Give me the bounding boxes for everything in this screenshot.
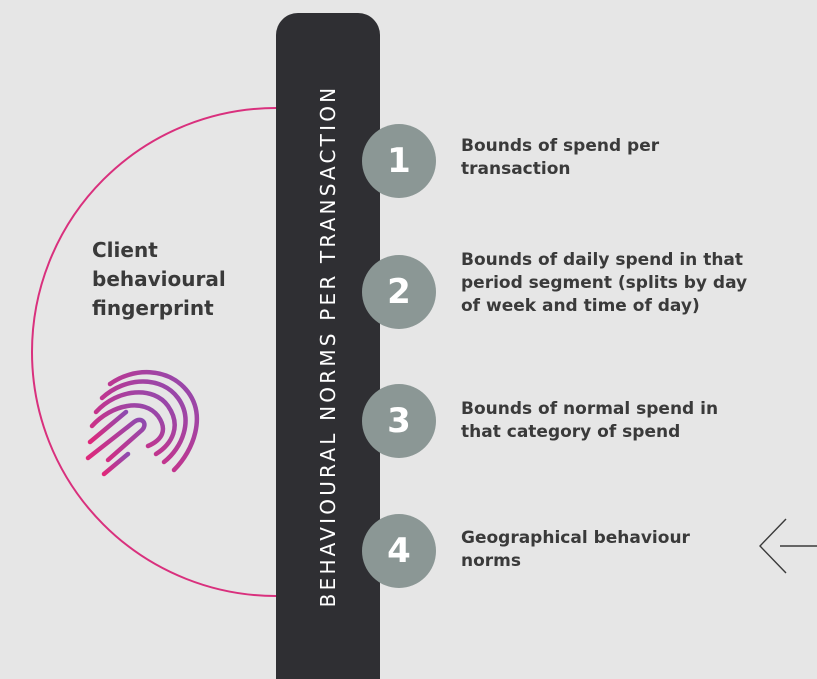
left-arrow-icon	[759, 518, 817, 574]
step-text-1: Bounds of spend per transaction	[461, 135, 659, 181]
step-badge-3: 3	[362, 384, 436, 458]
step-3-line-2: that category of spend	[461, 422, 681, 442]
behavioural-norms-bar: BEHAVIOURAL NORMS PER TRANSACTION	[276, 13, 380, 679]
client-title-line-2: behavioural	[92, 267, 226, 291]
step-4-line-1: Geographical behaviour	[461, 528, 690, 548]
step-4-line-2: norms	[461, 551, 521, 571]
behavioural-norms-heading: BEHAVIOURAL NORMS PER TRANSACTION	[316, 84, 340, 608]
fingerprint-icon	[85, 370, 199, 477]
step-badge-4: 4	[362, 514, 436, 588]
client-fingerprint-title: Client behavioural fingerprint	[92, 236, 272, 323]
step-2-line-2: period segment (splits by day	[461, 273, 748, 293]
step-text-3: Bounds of normal spend in that category …	[461, 398, 718, 444]
step-2-line-1: Bounds of daily spend in that	[461, 250, 744, 270]
step-2-line-3: of week and time of day)	[461, 296, 700, 316]
step-text-2: Bounds of daily spend in that period seg…	[461, 249, 747, 318]
step-1-line-2: transaction	[461, 159, 571, 179]
step-text-4: Geographical behaviour norms	[461, 527, 690, 573]
step-3-line-1: Bounds of normal spend in	[461, 399, 719, 419]
step-1-line-1: Bounds of spend per	[461, 136, 660, 156]
step-badge-1: 1	[362, 124, 436, 198]
client-title-line-1: Client	[92, 238, 158, 262]
step-badge-2: 2	[362, 255, 436, 329]
client-title-line-3: fingerprint	[92, 296, 214, 320]
